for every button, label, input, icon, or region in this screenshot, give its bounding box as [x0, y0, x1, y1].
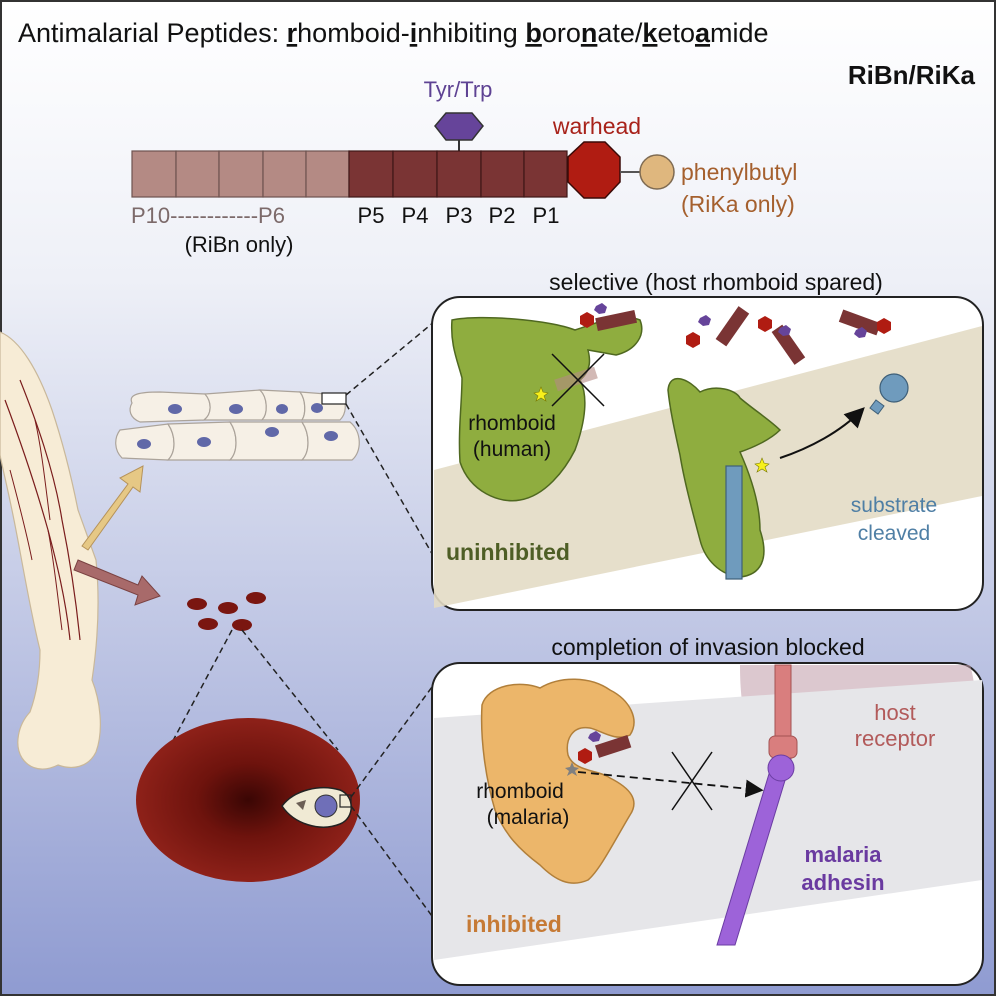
top-panel-heading: selective (host rhomboid spared): [549, 269, 883, 295]
blocked-cleavage-arrow-icon: [577, 771, 764, 798]
residue-p2: [480, 150, 525, 198]
free-inhibitor-1: [580, 303, 638, 332]
title: Antimalarial Peptides: rhomboid-inhibiti…: [18, 18, 769, 48]
blocked-star-icon: [565, 762, 579, 776]
human-rhomboid-label-line2: (human): [473, 438, 551, 461]
arrow-to-tissue-icon: [81, 465, 144, 551]
position-label-p3: P3: [446, 203, 473, 228]
warhead-octagon-icon: [567, 141, 621, 199]
substrate-label-line2: cleaved: [858, 522, 930, 545]
adhesin-label-line1: malaria: [804, 842, 882, 867]
subtitle: RiBn/RiKa: [848, 60, 976, 90]
free-inhibitor-4: [838, 309, 891, 338]
residue-p3: [436, 150, 482, 198]
position-label-p2: P2: [489, 203, 516, 228]
bottom-panel: host receptor malaria adhesin rhomboid (…: [431, 662, 984, 986]
active-site-star-icon: [533, 386, 549, 402]
malaria-rhomboid-shape: [480, 678, 635, 884]
arm-illustration: [0, 331, 101, 770]
residue-p4: [392, 150, 438, 198]
side-chain-label: Tyr/Trp: [424, 77, 493, 102]
human-rhomboid-active-shape: [667, 377, 782, 578]
release-arrow-icon: [779, 407, 865, 459]
top-panel: rhomboid (human) substrate cleaved uninh…: [431, 296, 984, 611]
cleavage-star-icon: [754, 457, 770, 473]
phenylbutyl-cap-icon: [639, 154, 675, 190]
free-inhibitor-2: [686, 306, 750, 348]
residue-p6: [305, 150, 350, 198]
receptor-label-line2: receptor: [855, 726, 936, 751]
peptide-schematic: Tyr/Trp warhead phenylbutyl (RiKa only) …: [131, 77, 797, 257]
residue-p5: [348, 150, 394, 198]
malaria-rhomboid-label-line2: (malaria): [487, 806, 570, 829]
cleaved-substrate-icon: [879, 373, 909, 403]
substrate-helix: [725, 465, 743, 580]
substrate-label-line1: substrate: [851, 494, 937, 517]
residue-p8: [218, 150, 264, 198]
malaria-rhomboid-label-line1: rhomboid: [476, 780, 564, 803]
cap-label-line2: (RiKa only): [681, 191, 795, 217]
human-rhomboid-label-line1: rhomboid: [468, 412, 556, 435]
position-label-p5: P5: [358, 203, 385, 228]
arrow-to-blood-icon: [73, 559, 161, 606]
residue-p9: [175, 150, 220, 198]
position-label-p4: P4: [402, 203, 429, 228]
residue-p1: [523, 150, 568, 198]
cap-label-line1: phenylbutyl: [681, 159, 797, 185]
infected-erythrocyte: [136, 718, 360, 882]
light-range-label: P10------------P6: [131, 203, 285, 228]
position-label-p1: P1: [533, 203, 560, 228]
epithelial-cells: [115, 389, 360, 461]
side-chain-hexagon-icon: [434, 112, 484, 141]
bottom-panel-heading: completion of invasion blocked: [551, 634, 864, 660]
top-panel-state: uninhibited: [446, 539, 570, 565]
parasite-membrane: [434, 680, 982, 960]
bottom-panel-state: inhibited: [466, 911, 562, 937]
light-residues-note: (RiBn only): [185, 232, 294, 257]
residue-p7: [262, 150, 307, 198]
warhead-label: warhead: [552, 113, 641, 139]
receptor-label-line1: host: [874, 700, 916, 725]
free-inhibitor-3: [758, 316, 806, 365]
adhesin-label-line2: adhesin: [801, 870, 884, 895]
residue-p10: [131, 150, 177, 198]
red-blood-cells-small: [187, 592, 266, 631]
